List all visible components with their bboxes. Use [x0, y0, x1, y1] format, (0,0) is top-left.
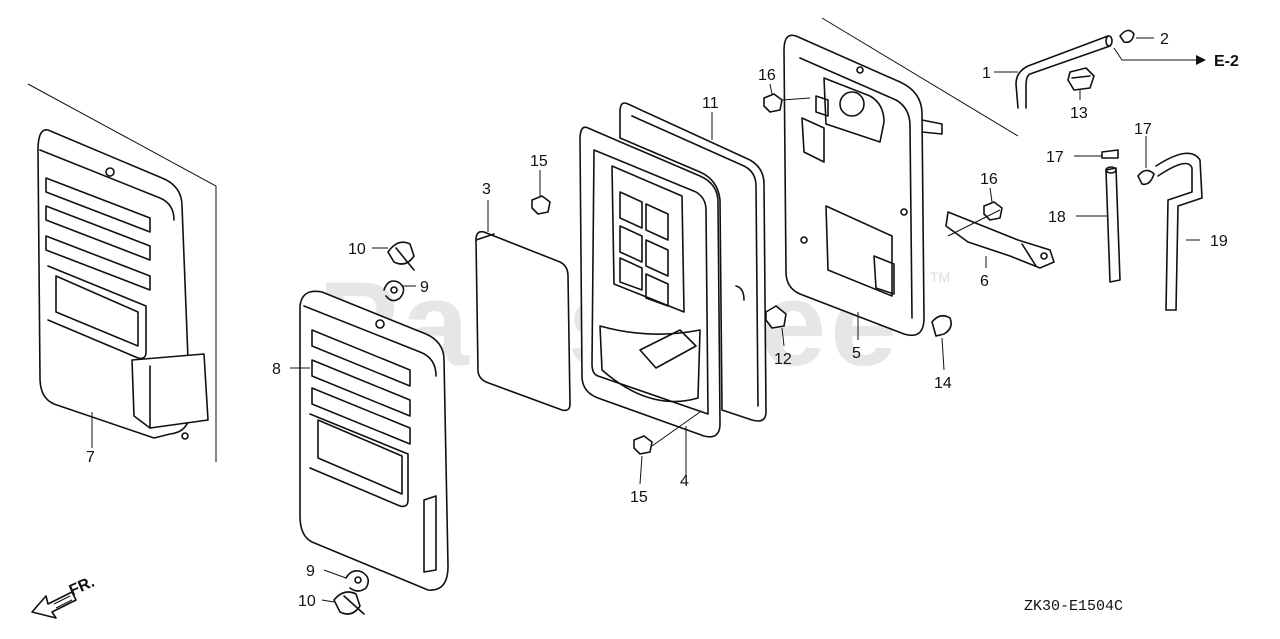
part-16-nut-lower[interactable] — [983, 201, 1003, 221]
callout-6[interactable]: 6 — [980, 273, 989, 290]
callout-18[interactable]: 18 — [1048, 209, 1066, 226]
part-9-spring-upper[interactable] — [383, 280, 405, 302]
callout-8[interactable]: 8 — [272, 361, 281, 378]
part-7-outer-cover[interactable] — [27, 83, 217, 462]
part-17-clip-right[interactable] — [1137, 169, 1155, 186]
front-direction-arrow: FR. — [31, 574, 97, 619]
callout-14[interactable]: 14 — [934, 375, 952, 392]
part-11-gasket[interactable] — [619, 102, 767, 422]
callout-1[interactable]: 1 — [982, 65, 991, 82]
part-5-air-cleaner-case[interactable] — [783, 17, 1019, 337]
callout-10-lower[interactable]: 10 — [298, 593, 316, 610]
part-19-hose[interactable] — [1155, 152, 1203, 311]
part-14-clip[interactable] — [931, 314, 952, 337]
callout-5[interactable]: 5 — [852, 345, 861, 362]
callout-15-lower[interactable]: 15 — [630, 489, 648, 506]
part-4-element-frame[interactable] — [579, 126, 721, 438]
part-13-nut[interactable] — [1067, 67, 1095, 91]
callout-labels: 1 2 3 4 5 6 7 8 9 9 10 10 11 12 13 14 15… — [86, 31, 1228, 610]
part-15-nut-upper[interactable] — [531, 195, 551, 215]
callout-17-left[interactable]: 17 — [1046, 149, 1064, 166]
reference-label[interactable]: E-2 — [1214, 53, 1239, 70]
callout-7[interactable]: 7 — [86, 449, 95, 466]
diagram-code: ZK30-E1504C — [1024, 598, 1123, 615]
callout-16-upper[interactable]: 16 — [758, 67, 776, 84]
callout-12[interactable]: 12 — [774, 351, 792, 368]
part-3-foam-filter[interactable] — [475, 230, 571, 412]
watermark-trademark: TM — [930, 269, 950, 285]
callout-17-right[interactable]: 17 — [1134, 121, 1152, 138]
callout-11[interactable]: 11 — [702, 95, 719, 112]
part-10-clip-upper[interactable] — [387, 241, 415, 271]
part-17-clip-left[interactable] — [1101, 149, 1119, 159]
part-1-tube[interactable] — [1015, 35, 1113, 109]
callout-2[interactable]: 2 — [1160, 31, 1169, 48]
part-6-bracket[interactable] — [945, 211, 1055, 269]
callout-13[interactable]: 13 — [1070, 105, 1088, 122]
leader-lines — [91, 37, 1206, 603]
part-16-nut-upper[interactable] — [763, 93, 783, 113]
callout-15-upper[interactable]: 15 — [530, 153, 548, 170]
callout-9-upper[interactable]: 9 — [420, 279, 429, 296]
part-12-grommet[interactable] — [765, 305, 787, 329]
part-18-tube[interactable] — [1105, 166, 1121, 283]
direction-label: FR. — [67, 574, 97, 600]
callout-4[interactable]: 4 — [680, 473, 689, 490]
callout-19[interactable]: 19 — [1210, 233, 1228, 250]
part-15-nut-lower[interactable] — [633, 435, 653, 455]
callout-16-lower[interactable]: 16 — [980, 171, 998, 188]
part-10-clip-lower[interactable] — [333, 591, 365, 615]
part-9-spring-lower[interactable] — [345, 570, 370, 592]
callout-3[interactable]: 3 — [482, 181, 491, 198]
part-8-inner-cover[interactable] — [299, 290, 449, 591]
callout-9-lower[interactable]: 9 — [306, 563, 315, 580]
callout-10-upper[interactable]: 10 — [348, 241, 366, 258]
part-2-clip[interactable] — [1119, 29, 1135, 44]
